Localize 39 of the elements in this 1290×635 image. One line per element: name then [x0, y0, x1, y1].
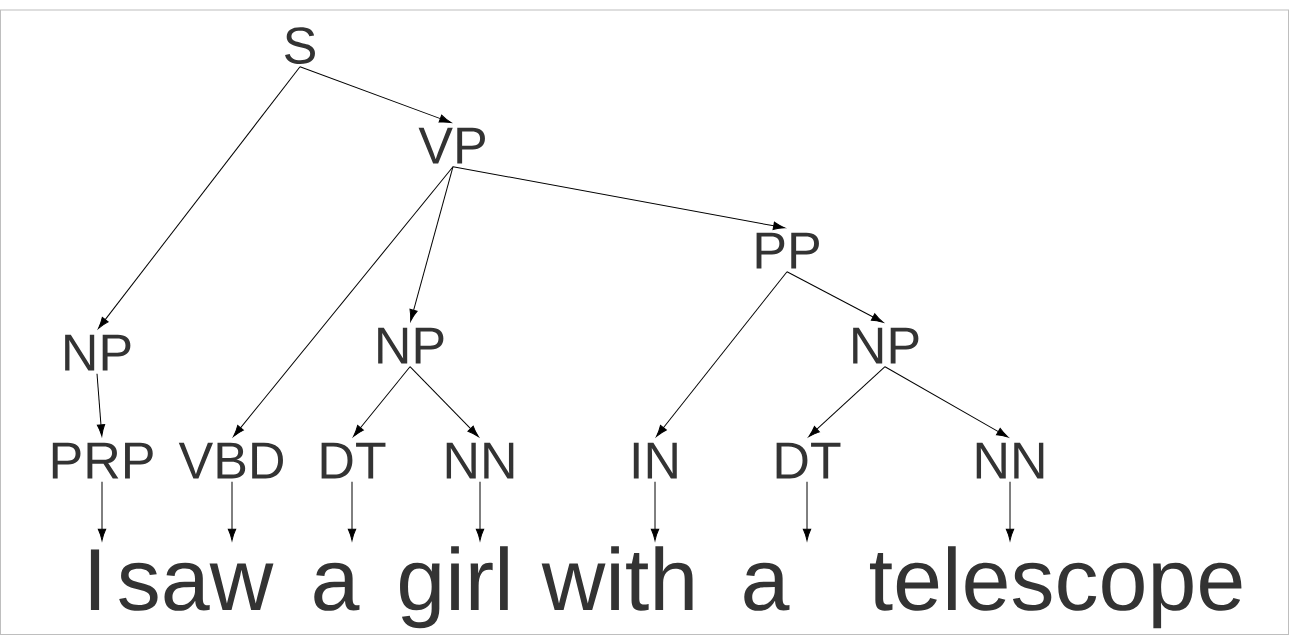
arrow [233, 166, 454, 437]
arrow [347, 481, 357, 541]
arrow [227, 481, 237, 541]
sentence-word: saw [119, 562, 274, 611]
tree-node-label: S [285, 27, 315, 64]
sentence-word: a [314, 562, 360, 611]
arrow [409, 366, 479, 438]
arrow [884, 366, 1009, 438]
arrow [97, 66, 301, 329]
arrow [452, 166, 786, 230]
sentence-word: with [541, 546, 693, 611]
arrow [656, 271, 788, 437]
tree-node-label: NN [446, 442, 514, 479]
sentence-word: a [744, 562, 790, 611]
tree-node-label: NP [853, 327, 919, 364]
tree-node-label: VBD [178, 442, 283, 479]
tree-node-label: PRP [52, 442, 153, 479]
sentence-word: telescope [870, 546, 1242, 629]
arrow [802, 481, 812, 541]
arrow [650, 481, 660, 541]
arrow [409, 166, 454, 322]
tree-node-label: NP [65, 334, 131, 371]
tree-node-label: PP [756, 232, 819, 269]
tree-node-label: IN [633, 442, 677, 479]
arrow [1005, 481, 1015, 541]
sentence-word: girl [400, 546, 508, 629]
arrow [786, 271, 884, 323]
tree-node-label: DT [321, 442, 386, 479]
arrow [353, 366, 411, 437]
arrow [96, 373, 106, 437]
arrow [808, 366, 886, 438]
tree-node-label: NN [976, 442, 1044, 479]
tree-node-label: DT [776, 442, 841, 479]
tree-node-label: NP [378, 327, 444, 364]
arrow [299, 66, 452, 123]
arrow [475, 481, 485, 541]
arrow [97, 481, 107, 541]
tree-node-label: VP [418, 127, 485, 164]
sentence-word: I [90, 549, 100, 610]
